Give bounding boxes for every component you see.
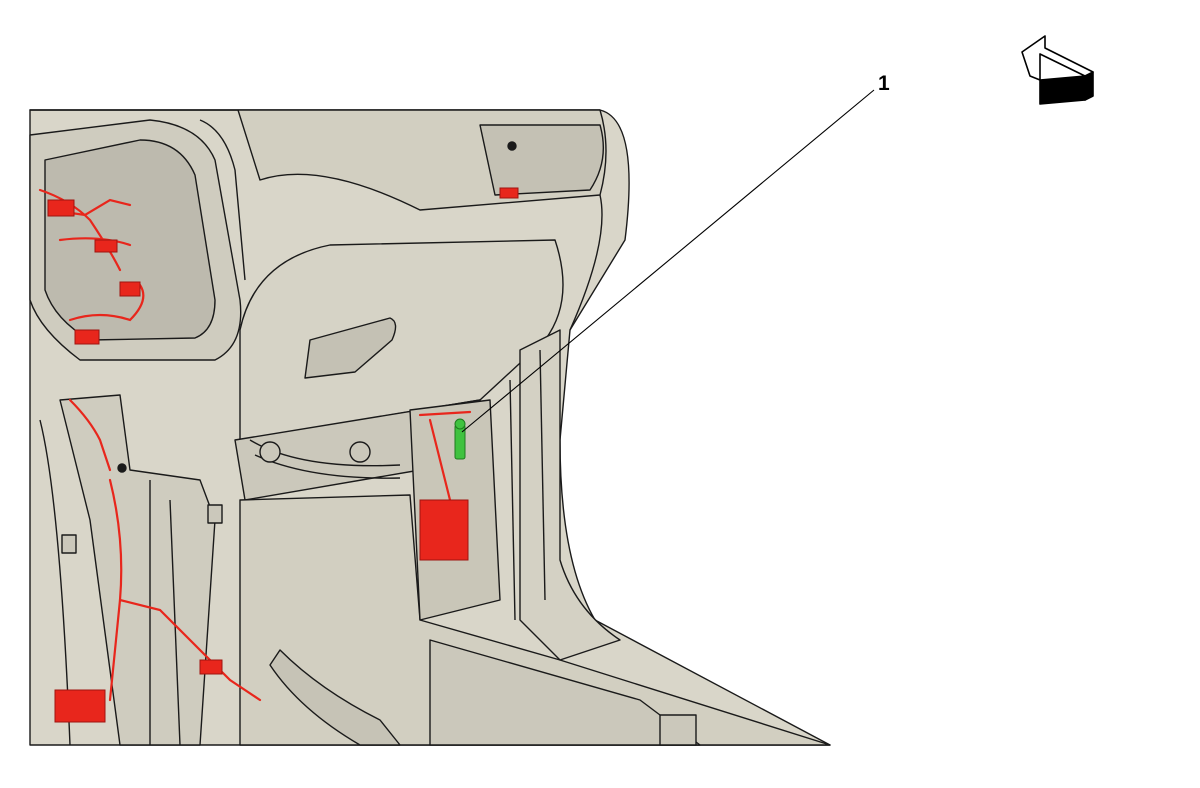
callout-label-1: 1 xyxy=(878,72,890,95)
vehicle-body-panels xyxy=(29,109,831,746)
harness-connectors xyxy=(47,187,519,723)
highlighted-component xyxy=(454,418,466,460)
direction-arrow-icon xyxy=(1021,35,1094,105)
callout-leader-line-1 xyxy=(461,89,875,433)
